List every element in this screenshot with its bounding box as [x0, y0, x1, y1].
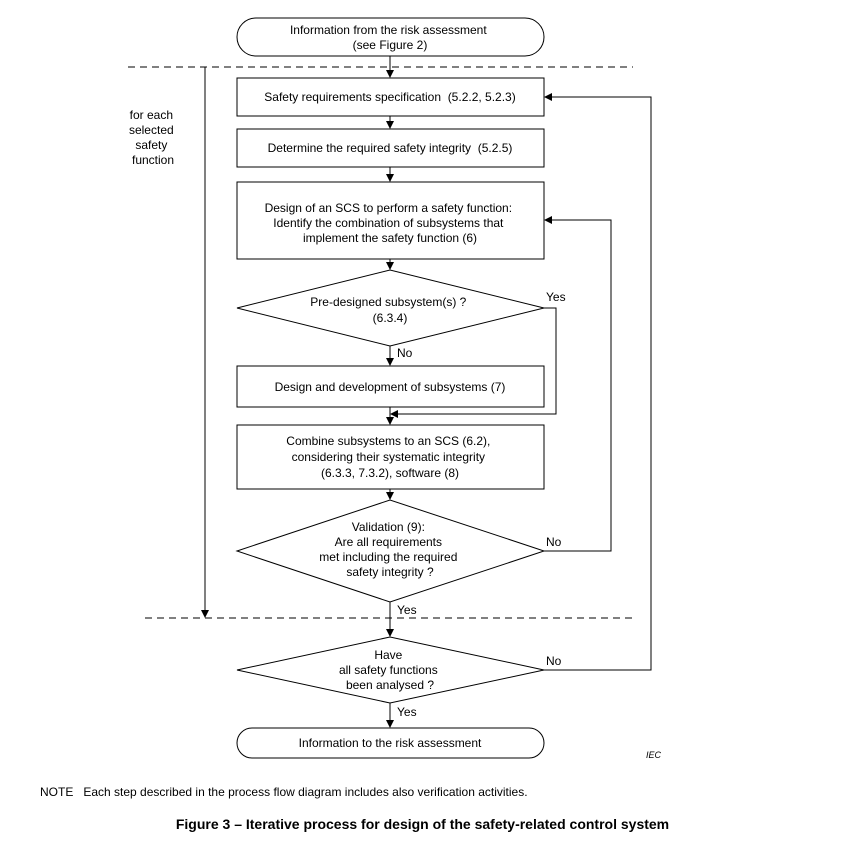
- start-label: Information from the risk assessment (se…: [290, 23, 490, 52]
- end-terminator: [236, 727, 545, 759]
- all-analysed-label: Have all safety functions been analysed …: [339, 648, 441, 692]
- predesigned-label: Pre-designed subsystem(s) ? (6.3.4): [310, 295, 469, 325]
- all-analysed-no-label: No: [546, 654, 562, 668]
- loop-label: for each selected safety function: [129, 108, 177, 167]
- combine-subsystems-label: Combine subsystems to an SCS (6.2), cons…: [286, 434, 493, 480]
- all-analysed-no-loop: [544, 93, 652, 671]
- safety-integrity-label: Determine the required safety integrity …: [268, 141, 513, 155]
- end-label: Information to the risk assessment: [299, 736, 482, 750]
- flowchart: Information from the risk assessment (se…: [128, 17, 662, 760]
- validation-yes-label: Yes: [397, 603, 417, 617]
- figure-note: NOTE Each step described in the process …: [40, 785, 528, 799]
- safety-requirements-label: Safety requirements specification (5.2.2…: [264, 90, 515, 104]
- validation-no-loop: [544, 216, 612, 552]
- develop-subsystems-label: Design and development of subsystems (7): [275, 380, 506, 394]
- predesigned-yes-label: Yes: [546, 290, 566, 304]
- scs-design-label: Design of an SCS to perform a safety fun…: [265, 201, 516, 245]
- iec-watermark: IEC: [646, 750, 662, 760]
- safety-requirements-box: [236, 77, 545, 117]
- predesigned-yes-bypass: [390, 307, 557, 418]
- validation-label: Validation (9): Are all requirements met…: [319, 520, 460, 579]
- validation-no-label: No: [546, 535, 562, 549]
- predesigned-no-label: No: [397, 346, 413, 360]
- figure-caption: Figure 3 – Iterative process for design …: [175, 816, 670, 832]
- all-analysed-yes-label: Yes: [397, 705, 417, 719]
